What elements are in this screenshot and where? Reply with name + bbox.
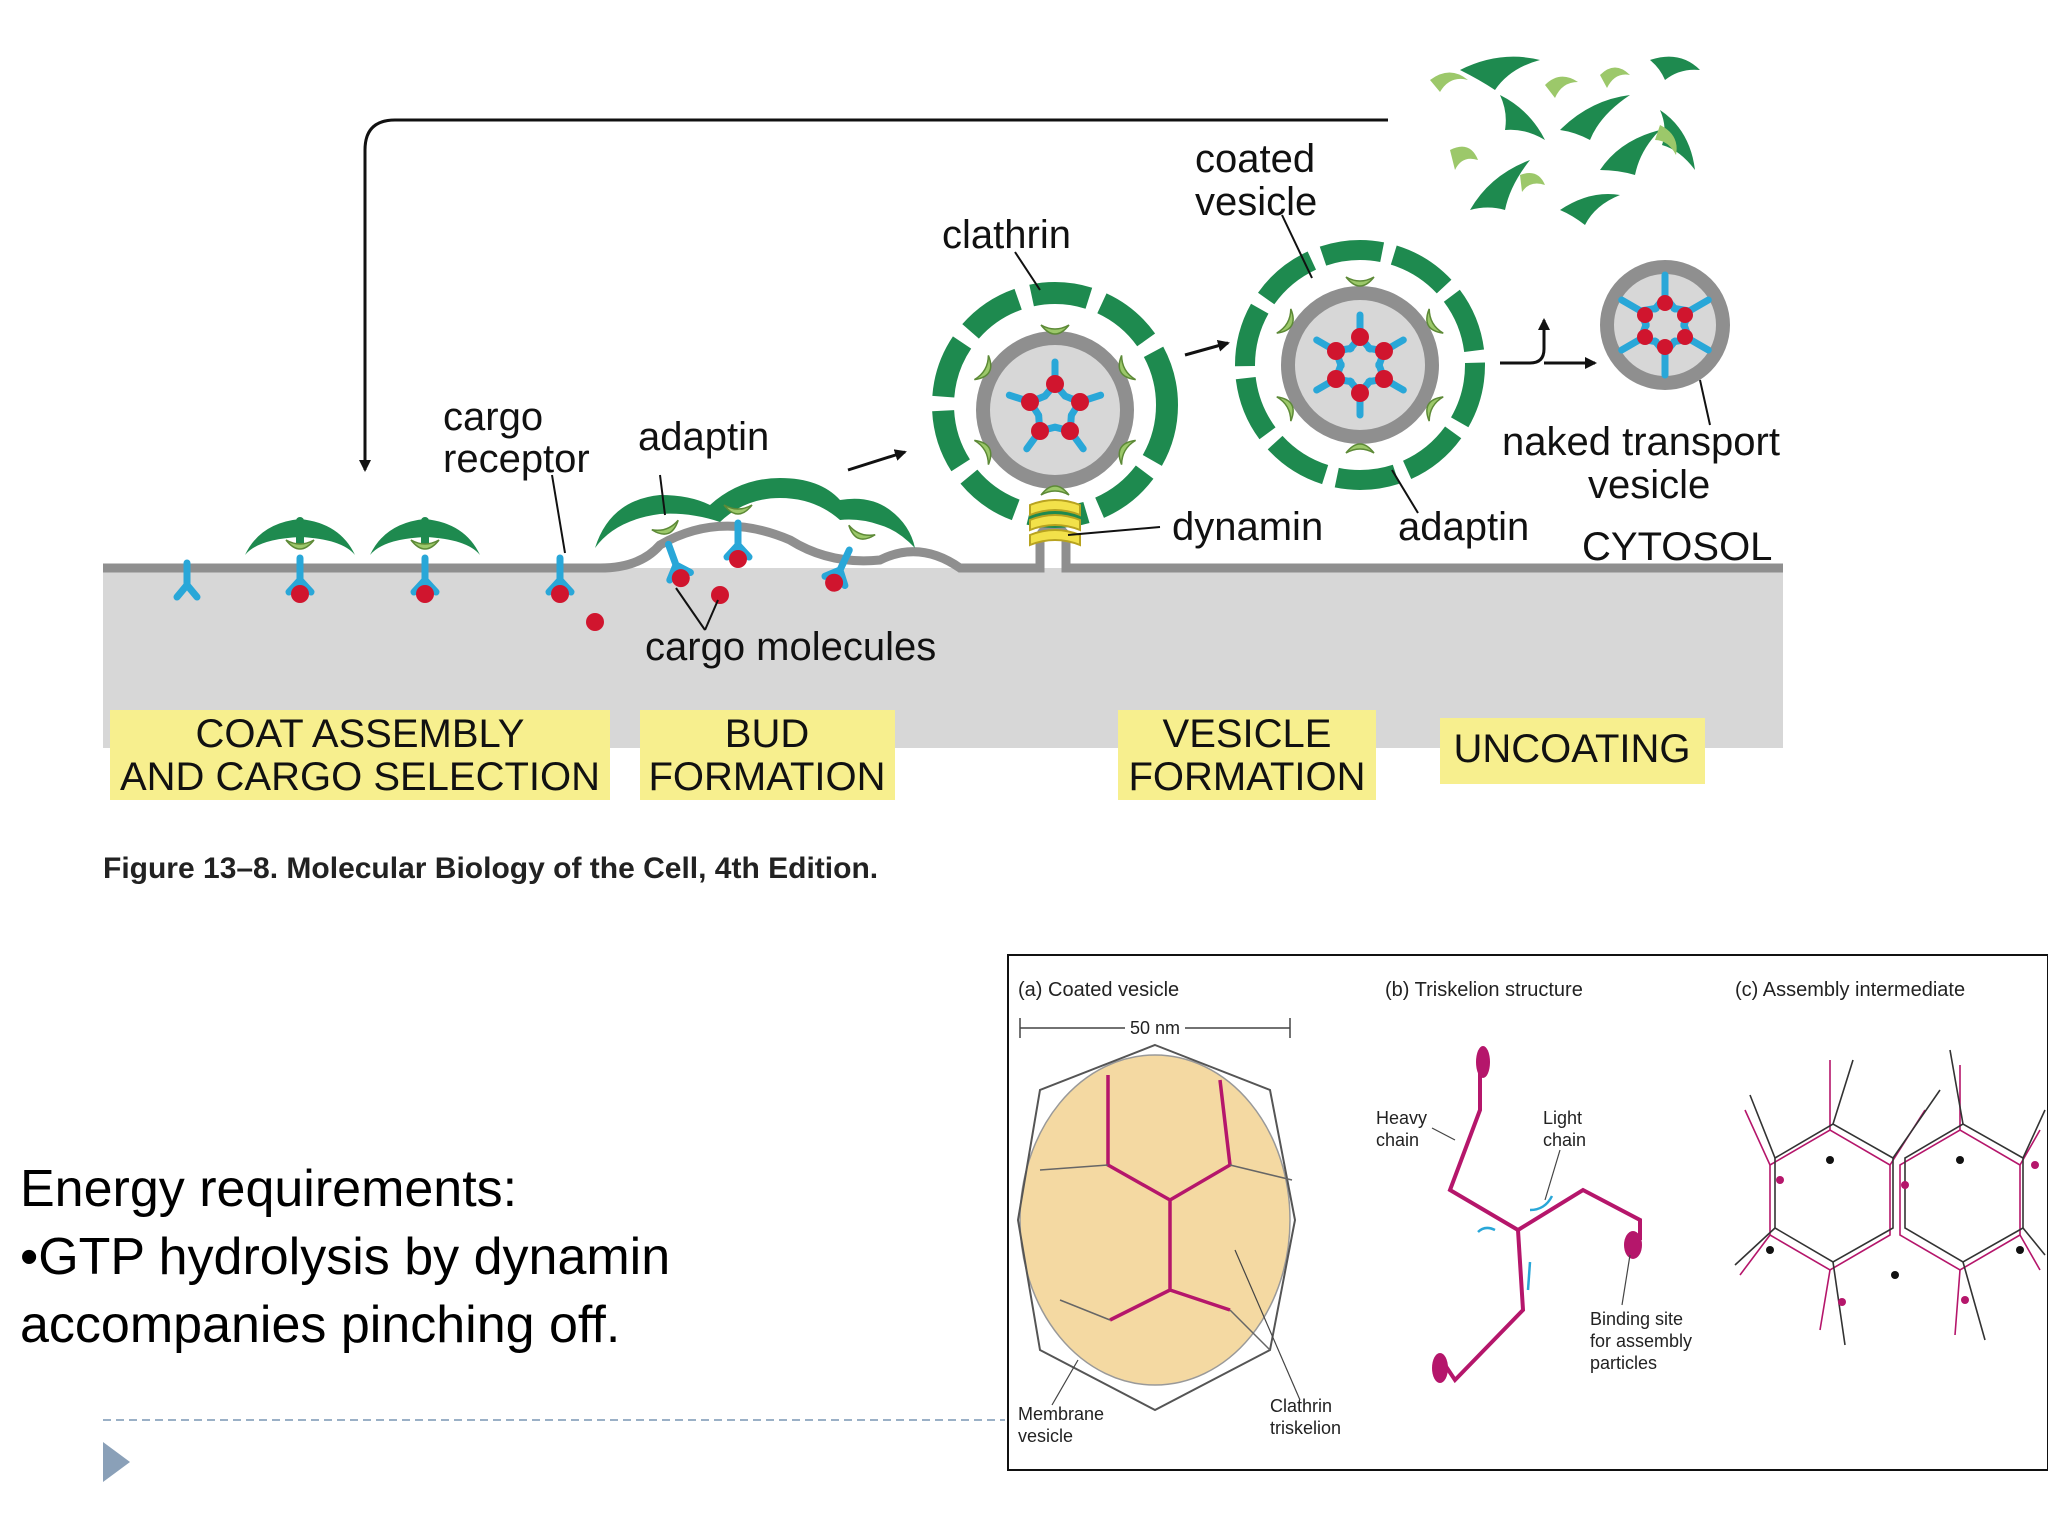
label-cargo-receptor-2: receptor <box>443 437 590 481</box>
label-light-chain-1: Light <box>1543 1108 1582 1128</box>
label-naked-transport-2: vesicle <box>1588 463 1710 507</box>
figure-caption: Figure 13–8. Molecular Biology of the Ce… <box>103 852 878 885</box>
cargo-molecule <box>586 613 604 631</box>
heavy-chain-leader <box>1431 1127 1456 1141</box>
membrane-leader <box>1051 1359 1079 1406</box>
label-coated-vesicle-2: vesicle <box>1195 180 1317 224</box>
energy-heading: Energy requirements: <box>20 1160 518 1218</box>
label-naked-transport-1: naked transport <box>1502 420 1780 464</box>
panel-c-title: (c) Assembly intermediate <box>1735 979 1965 1001</box>
label-binding-site-1: Binding site <box>1590 1309 1683 1329</box>
scale-label: 50 nm <box>1130 1018 1180 1038</box>
label-binding-site-3: particles <box>1590 1353 1657 1373</box>
label-clathrin-triskelion-1: Clathrin <box>1270 1396 1332 1416</box>
stage-vesicle-2: FORMATION <box>1128 755 1365 799</box>
recycle-arrow <box>359 118 1388 472</box>
panel-a-title: (a) Coated vesicle <box>1018 979 1179 1001</box>
label-dynamin: dynamin <box>1172 505 1323 549</box>
label-cytosol: CYTOSOL <box>1582 525 1772 569</box>
uncoat-arrow-right <box>1500 318 1550 365</box>
label-light-chain-2: chain <box>1543 1130 1586 1150</box>
stage-arrow-1 <box>847 449 907 472</box>
stage-bg-bud <box>640 710 895 800</box>
bud-coat <box>595 478 915 595</box>
stage-coat-2: AND CARGO SELECTION <box>120 755 600 799</box>
label-clathrin: clathrin <box>942 213 1071 257</box>
stage-bg-uncoating <box>1440 718 1705 784</box>
stage-bg-vesicle <box>1118 710 1376 800</box>
panel-b-title: (b) Triskelion structure <box>1385 979 1583 1001</box>
label-heavy-chain-2: chain <box>1376 1130 1419 1150</box>
label-clathrin-triskelion-2: triskelion <box>1270 1418 1341 1438</box>
naked-transport-vesicle <box>1600 260 1730 390</box>
stage-vesicle-1: VESICLE <box>1163 712 1332 756</box>
label-adaptin-vesicle: adaptin <box>1398 505 1529 549</box>
cargo-molecule <box>711 586 729 604</box>
label-membrane-2: vesicle <box>1018 1426 1073 1446</box>
label-adaptin-bud: adaptin <box>638 415 769 459</box>
label-binding-site-2: for assembly <box>1590 1331 1692 1351</box>
released-adaptin <box>1430 67 1677 192</box>
energy-bullet-line-1: •GTP hydrolysis by dynamin <box>20 1228 671 1286</box>
label-cargo-molecules: cargo molecules <box>645 625 936 669</box>
leader-lines <box>551 214 1711 631</box>
energy-bullet-line-2: accompanies pinching off. <box>20 1296 621 1354</box>
dynamin-ring <box>1029 499 1081 547</box>
stage-uncoating: UNCOATING <box>1453 727 1690 771</box>
released-clathrin <box>1460 56 1700 225</box>
binding-site-leader <box>1621 1254 1631 1306</box>
stage-bud-1: BUD <box>725 712 809 756</box>
footer-triangle-icon <box>103 1442 130 1482</box>
label-membrane-1: Membrane <box>1018 1404 1104 1424</box>
stage-arrow-2 <box>1184 339 1230 357</box>
scale-label-bg <box>1125 1018 1185 1038</box>
label-coated-vesicle-1: coated <box>1195 137 1315 181</box>
triskelion-leader <box>1234 1249 1301 1401</box>
stage-bg-coat <box>110 710 610 800</box>
plasma-membrane <box>103 521 1783 573</box>
stage-bud-2: FORMATION <box>648 755 885 799</box>
lattice-vertices <box>1766 1156 2039 1306</box>
coated-vesicle <box>1235 240 1485 490</box>
coated-vesicle-cage <box>1016 1043 1297 1412</box>
light-chain-leader <box>1544 1149 1561 1201</box>
triskelion <box>1432 1046 1642 1384</box>
label-heavy-chain-1: Heavy <box>1376 1108 1427 1128</box>
stage-coat-1: COAT ASSEMBLY <box>195 712 524 756</box>
label-cargo-receptor-1: cargo <box>443 395 543 439</box>
energy-requirements-text: Energy requirements: •GTP hydrolysis by … <box>20 1155 920 1359</box>
pinching-vesicle <box>932 282 1178 528</box>
